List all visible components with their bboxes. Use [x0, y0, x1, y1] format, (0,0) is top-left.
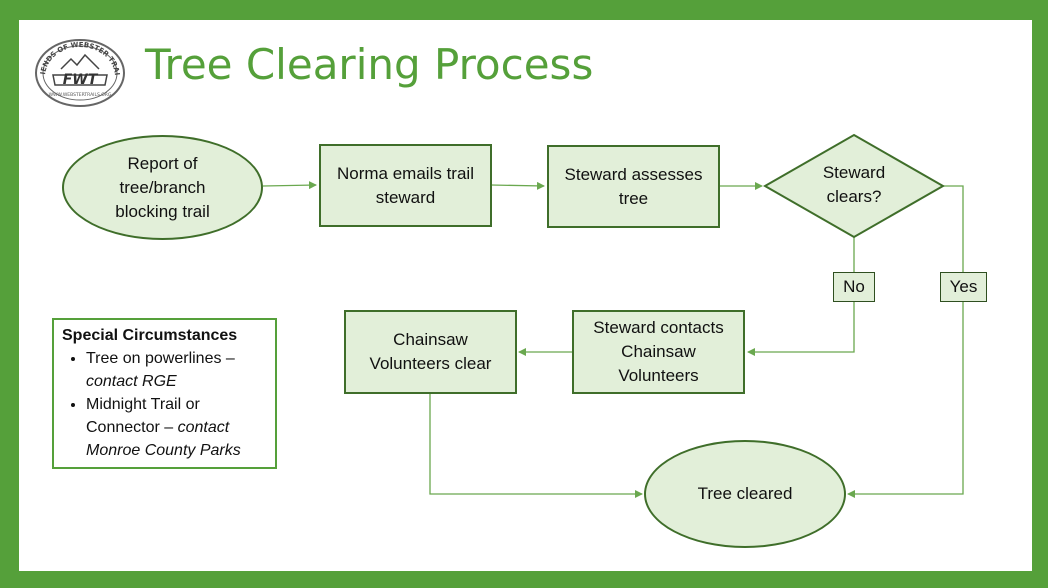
fwt-logo: FRIENDS OF WEBSTER TRAILS FWT WWW.WEBSTE…	[33, 37, 125, 107]
special-list: Tree on powerlines – contact RGE Midnigh…	[62, 347, 267, 462]
logo-url: WWW.WEBSTERTRAILS.ORG	[49, 92, 112, 98]
connector-decision-to-cleared	[847, 185, 964, 498]
page-title: Tree Clearing Process	[145, 40, 594, 89]
node-chainsaw-volunteers: Chainsaw Volunteers clear	[344, 310, 517, 394]
node-steward-contacts: Steward contacts Chainsaw Volunteers	[572, 310, 745, 394]
node-steward-clears: Steward clears?	[822, 163, 886, 206]
logo-initials: FWT	[63, 72, 99, 88]
label-no: No	[833, 272, 875, 302]
special-circumstances-box: Special Circumstances Tree on powerlines…	[52, 318, 277, 469]
special-item-midnight-trail: Midnight Trail or Connector – contact Mo…	[86, 393, 267, 462]
connector-chainsaw-to-cleared	[429, 394, 643, 498]
node-report: Report of tree/branch blocking trail	[62, 135, 263, 240]
node-steward-assesses: Steward assesses tree	[547, 145, 720, 228]
decision-diamond	[762, 133, 946, 239]
node-norma-emails: Norma emails trail steward	[319, 144, 492, 227]
node-tree-cleared: Tree cleared	[644, 440, 846, 548]
special-item-powerlines: Tree on powerlines – contact RGE	[86, 347, 267, 393]
special-heading: Special Circumstances	[62, 327, 238, 344]
label-yes: Yes	[940, 272, 987, 302]
connector-norma-to-assess	[490, 181, 545, 190]
connector-report-to-norma	[262, 181, 317, 190]
